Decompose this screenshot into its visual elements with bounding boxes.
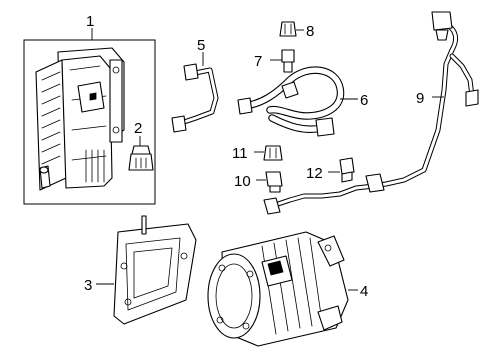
part-11-nut: 11 xyxy=(232,145,283,162)
label-1: 1 xyxy=(86,13,94,30)
part-3-bracket: 3 xyxy=(84,215,197,325)
label-6: 6 xyxy=(360,92,368,109)
label-8: 8 xyxy=(306,23,314,40)
label-11: 11 xyxy=(232,145,248,162)
part-5-pipe: 5 xyxy=(171,37,219,133)
part-9-line: 9 xyxy=(263,11,479,215)
part-7-valve: 7 xyxy=(254,49,295,73)
part-4-compressor: 4 xyxy=(207,231,368,347)
part-1-module xyxy=(35,47,125,191)
label-4: 4 xyxy=(360,283,368,300)
label-3: 3 xyxy=(84,277,92,294)
label-10: 10 xyxy=(234,173,251,190)
part-10-fitting: 10 xyxy=(234,171,283,193)
label-12: 12 xyxy=(306,165,323,182)
label-7: 7 xyxy=(254,53,262,70)
part-2-grommet: 2 xyxy=(128,120,154,171)
label-2: 2 xyxy=(134,120,142,137)
label-5: 5 xyxy=(197,37,205,54)
part-1-bounding-box xyxy=(23,39,156,205)
part-6-hose: 6 xyxy=(237,66,368,137)
part-1-module-group: 1 xyxy=(23,13,156,205)
part-8-cap: 8 xyxy=(279,21,314,40)
part-12-sensor: 12 xyxy=(306,157,355,183)
label-9: 9 xyxy=(416,90,424,107)
